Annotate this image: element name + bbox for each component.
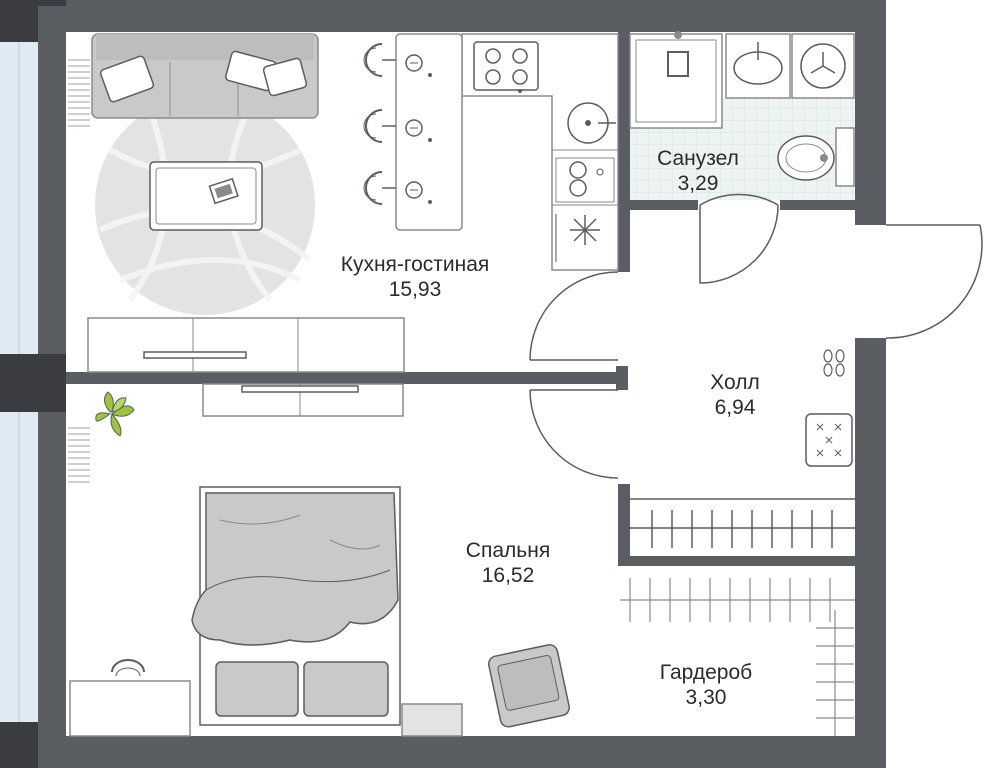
shoes-icon <box>823 349 845 377</box>
bar-stool <box>363 109 396 143</box>
room-label-bath: Санузел 3,29 <box>657 146 739 196</box>
plate-icon <box>405 119 432 142</box>
hall-closet-rail <box>630 510 855 548</box>
radiator-top <box>68 59 90 127</box>
tv-unit <box>87 317 405 373</box>
laptop-icon <box>208 177 239 205</box>
room-area: 15,93 <box>388 278 442 301</box>
plate-icon <box>405 181 432 204</box>
tv-icon <box>241 385 359 393</box>
toilet <box>777 127 855 187</box>
kitchen-sink-icon <box>567 102 616 144</box>
dishwasher-icon <box>555 157 615 203</box>
cushion <box>99 55 155 103</box>
door-bedroom <box>529 389 619 479</box>
armchair <box>487 644 570 728</box>
interior-walls <box>66 32 855 566</box>
room-name: Спальня <box>465 539 551 562</box>
pillow <box>303 661 389 717</box>
room-area: 3,30 <box>685 686 727 709</box>
room-name: Гардероб <box>659 661 753 684</box>
room-label-hall: Холл 6,94 <box>710 370 760 420</box>
window-bottom <box>0 412 38 722</box>
room-name: Холл <box>710 371 760 394</box>
wall-caps <box>0 0 66 768</box>
door-bathroom <box>699 193 779 284</box>
window-top <box>0 42 38 354</box>
plate-icon <box>405 54 432 77</box>
bar-counter <box>363 33 463 231</box>
plant-icon <box>95 391 135 437</box>
cooktop-icon <box>473 41 539 93</box>
sofa <box>91 33 319 119</box>
door-living <box>529 271 619 361</box>
wardrobe-rail-side <box>816 610 854 736</box>
pillow <box>215 661 299 717</box>
bar-stool <box>363 43 396 77</box>
room-label-wardrobe: Гардероб 3,30 <box>660 660 752 710</box>
room-name: Кухня-гостиная <box>340 253 490 276</box>
desk <box>69 659 191 737</box>
wardrobe-rail-top <box>620 578 855 622</box>
entrance-door <box>885 224 983 339</box>
room-label-bedroom: Спальня 16,52 <box>466 538 550 588</box>
bed <box>191 486 401 726</box>
fridge-icon <box>570 215 600 245</box>
room-area: 6,94 <box>714 396 756 419</box>
ottoman <box>805 413 853 467</box>
nightstand <box>401 703 463 737</box>
room-area: 3,29 <box>677 172 719 195</box>
shower-tray <box>629 33 723 129</box>
room-name: Санузел <box>657 147 739 170</box>
radiator-bottom <box>68 427 90 483</box>
coffee-table <box>149 161 263 231</box>
room-area: 16,52 <box>481 564 535 587</box>
room-label-living: Кухня-гостиная 15,93 <box>341 252 490 302</box>
tv-icon <box>143 351 247 359</box>
cushion <box>262 57 308 97</box>
bedroom-tv-unit <box>202 383 404 417</box>
bar-stool <box>363 171 396 205</box>
kitchen-counter <box>461 33 619 271</box>
bathroom <box>629 31 855 200</box>
